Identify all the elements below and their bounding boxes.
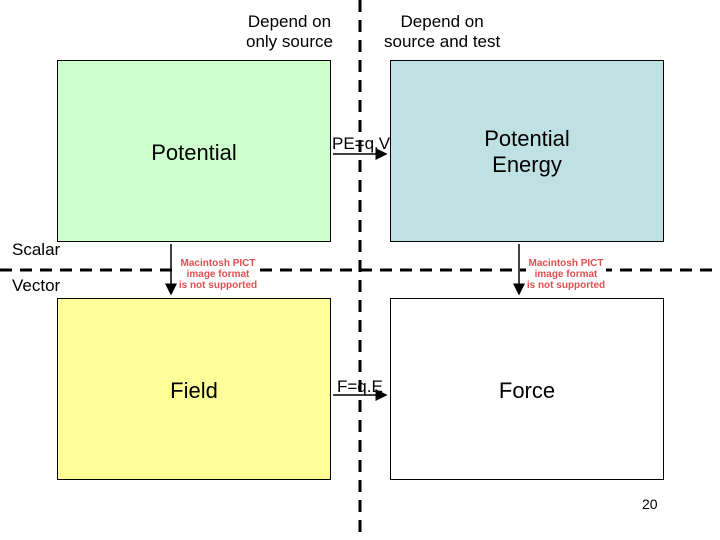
f-arrow-label: F=q.E [337, 377, 383, 396]
pict-placeholder-right: Macintosh PICT image format is not suppo… [526, 256, 606, 296]
potential-energy-box: Potential Energy [390, 60, 664, 242]
page-number: 20 [642, 496, 658, 512]
scalar-label: Scalar [12, 240, 61, 259]
field-box: Field [57, 298, 331, 480]
field-label: Field [170, 378, 218, 403]
force-label: Force [498, 378, 556, 403]
header-left: Depend on only source [246, 12, 333, 51]
vector-label: Vector [12, 276, 61, 295]
force-box: Force [390, 298, 664, 480]
potential-box: Potential [57, 60, 331, 242]
header-right: Depend on source and test [384, 12, 501, 51]
pict-placeholder-left: Macintosh PICT image format is not suppo… [178, 256, 258, 296]
potential-energy-label: Potential Energy [484, 126, 570, 177]
potential-label: Potential [151, 140, 237, 165]
